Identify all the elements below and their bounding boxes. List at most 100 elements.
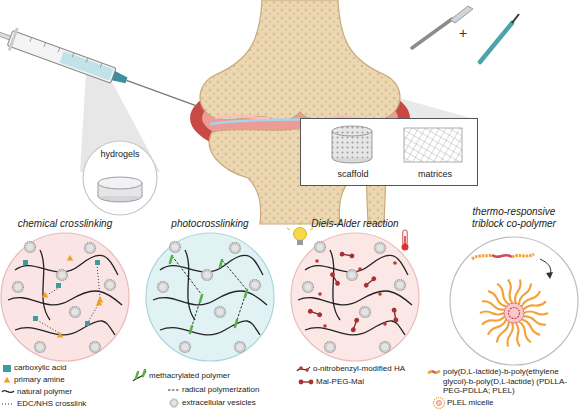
legend-label: radical polymerization [182, 385, 292, 395]
legend-icons [143, 370, 145, 376]
photocrosslink-content [158, 242, 261, 353]
scalpel [412, 6, 473, 48]
scaffold-image [332, 153, 372, 163]
chemical-crosslink-content [67, 255, 73, 261]
photocrosslink-content [200, 295, 202, 302]
micelle-content [480, 279, 548, 346]
circle-outline [1, 233, 129, 361]
legend-icons [428, 371, 432, 373]
legend-icons [2, 366, 445, 408]
chemical-crosslink-content [97, 264, 100, 298]
diels-alder-content [339, 251, 354, 258]
light-bulb [287, 222, 313, 245]
micelle-content [492, 255, 512, 257]
petri-dish [98, 190, 142, 202]
chemical-crosslink-content [33, 316, 38, 321]
surgical-pen [480, 14, 519, 62]
diels-alder-content [378, 292, 382, 296]
legend-label: natural polymer [17, 387, 127, 397]
micelle-content [524, 312, 548, 315]
chemical-crosslink-content [42, 292, 48, 298]
legend-icons [168, 390, 180, 391]
syringe [112, 71, 129, 85]
photocrosslink-content [237, 290, 247, 320]
legend-label: carboxylic acid [14, 363, 124, 373]
legend-icons [434, 398, 445, 409]
plus-sign: + [459, 25, 467, 41]
photocrosslink-content [190, 326, 192, 333]
hydrogel-circle: hydrogels [82, 140, 158, 216]
micelle-content [507, 323, 514, 347]
method-circle: Diels-Alder reaction [290, 218, 420, 362]
legend-icons [133, 371, 146, 381]
micelle-content [487, 290, 507, 308]
knee-joint [190, 0, 410, 224]
photocrosslink-content [245, 290, 247, 297]
scaffold-image [332, 131, 372, 158]
circle-outline [146, 233, 274, 361]
diels-alder-content [315, 259, 397, 328]
petri-dish [98, 177, 142, 202]
petri-dish [98, 183, 142, 196]
diels-alder-content [391, 307, 398, 322]
scaffold-image [372, 131, 373, 158]
legend-label: primary amine [14, 375, 124, 385]
chemical-crosslink-content [57, 332, 63, 338]
diels-alder-content [363, 275, 377, 288]
implant-box: scaffoldmatrices [300, 118, 478, 186]
circle-outline [290, 232, 420, 362]
method-heading: chemical crosslinking [0, 218, 140, 230]
method-circle: photocrosslinking [145, 218, 275, 362]
chemical-crosslink-content [23, 260, 28, 265]
micelle-content [546, 272, 553, 279]
thermometer [402, 230, 409, 251]
micelle-content [487, 318, 507, 336]
legend-icons [305, 368, 309, 372]
photocrosslink-content [235, 320, 237, 327]
micelle-content [521, 318, 541, 336]
syringe [127, 80, 198, 106]
petri-dish [98, 183, 99, 196]
photocrosslink-content [172, 256, 202, 295]
diels-alder-content [350, 317, 360, 333]
method-circle: chemical crosslinking [0, 218, 130, 362]
legend-label: extracellular vesicles [182, 398, 292, 408]
legend-icons [299, 380, 314, 385]
chemical-crosslink-content [87, 303, 99, 324]
photocrosslink-content [153, 242, 267, 353]
micelle-content [507, 279, 514, 303]
photocrosslink-content [192, 295, 202, 326]
photocrosslink-content [170, 256, 172, 263]
legend-icons [4, 377, 10, 383]
micelle-content [482, 300, 506, 311]
legend-icons [432, 371, 436, 373]
diels-alder-content [307, 308, 323, 318]
legend-label: EDC/NHS crosslink [17, 399, 127, 409]
matrix-image [404, 128, 462, 162]
circle-outline [0, 232, 130, 362]
micelle-content [521, 290, 541, 308]
light-bulb [294, 228, 307, 241]
micelle-content [514, 279, 521, 303]
light-bulb [297, 240, 303, 245]
micelle-content [518, 283, 533, 305]
surgical-pen [480, 23, 512, 62]
circle-outline [145, 232, 275, 362]
micelle-content [504, 303, 524, 323]
method-heading: thermo-responsive triblock co-polymer [459, 206, 569, 230]
scalpel [412, 19, 452, 48]
diels-alder-content [329, 271, 341, 286]
diels-alder-content [298, 242, 412, 353]
node-label: matrices [400, 169, 470, 180]
diels-alder-content [315, 259, 319, 263]
micelle-content [480, 312, 504, 315]
micelle-content [482, 315, 506, 326]
micelle-content [472, 255, 492, 259]
micelle-content [472, 254, 553, 347]
chemical-crosslink-content [56, 283, 61, 288]
photocrosslink-content [222, 260, 247, 290]
micelle-content [512, 254, 534, 257]
scaffold-image [332, 126, 372, 136]
photocrosslink-content [220, 260, 222, 267]
